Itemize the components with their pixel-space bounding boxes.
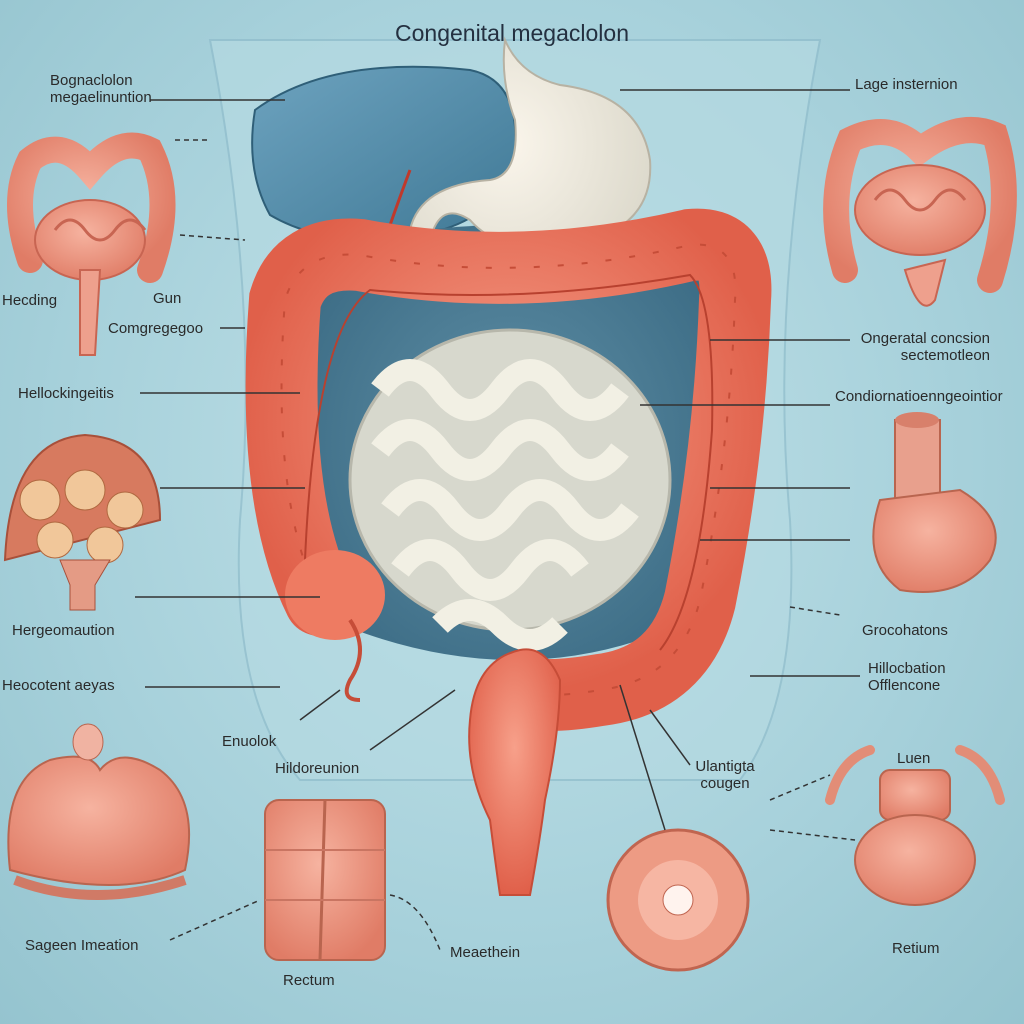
rectum-shape xyxy=(468,648,562,896)
inset-lumen-circle xyxy=(606,828,750,972)
inset-colon-top-left xyxy=(7,132,176,356)
label-retium: Retium xyxy=(892,940,940,957)
inset-rectum-blocks xyxy=(264,799,386,961)
label-heocotent: Heocotent aeyas xyxy=(2,677,115,694)
label-line: Ongeratal concsion xyxy=(860,330,990,347)
label-hillocation: Hillocbation Offlencone xyxy=(868,660,946,694)
label-rectum: Rectum xyxy=(283,972,335,989)
label-condiornation: Condiornatioenngeointior xyxy=(835,388,1003,405)
label-compregegoo: Comgregegoo xyxy=(108,320,204,337)
leader-lines xyxy=(135,89,860,951)
label-gun: Gun xyxy=(153,290,182,307)
label-hergeomation: Hergeomaution xyxy=(12,622,115,639)
label-line: Hillocbation xyxy=(868,660,946,677)
inset-cross-section-left xyxy=(3,433,162,611)
inset-knot-right xyxy=(825,745,1005,906)
label-hellocking: Hellockingeitis xyxy=(18,385,114,402)
inset-tube-right xyxy=(872,412,997,593)
label-enuolok: Enuolok xyxy=(222,733,277,750)
label-meaethein: Meaethein xyxy=(450,944,521,961)
label-line: megaelinuntion xyxy=(50,89,152,106)
label-luen: Luen xyxy=(897,750,931,767)
small-intestine xyxy=(348,328,672,651)
label-grocohatons: Grocohatons xyxy=(862,622,948,639)
label-line: Offlencone xyxy=(868,677,941,694)
diagram-title: Congenital megaclolon xyxy=(395,20,629,46)
label-line: Bognaclolon xyxy=(50,72,133,89)
label-hecding: Hecding xyxy=(2,292,58,309)
large-intestine xyxy=(245,208,772,731)
label-hiloreunion: Hildoreunion xyxy=(275,760,360,777)
inset-colon-top-right xyxy=(823,117,1017,307)
inset-pelvis-left xyxy=(7,723,191,900)
label-sageen: Sageen Imeation xyxy=(25,937,139,954)
label-line: sectemotleon xyxy=(900,347,990,364)
label-line: Ulantigta xyxy=(695,758,755,775)
label-bognaclolon: Bognaclolon megaelinuntion xyxy=(50,72,152,106)
label-uantiga: Ulantigta cougen xyxy=(675,758,775,792)
label-large-intestion: Lage insternion xyxy=(855,76,958,93)
label-line: cougen xyxy=(700,775,750,792)
label-ongeral: Ongeratal concsion sectemotleon xyxy=(820,330,990,364)
